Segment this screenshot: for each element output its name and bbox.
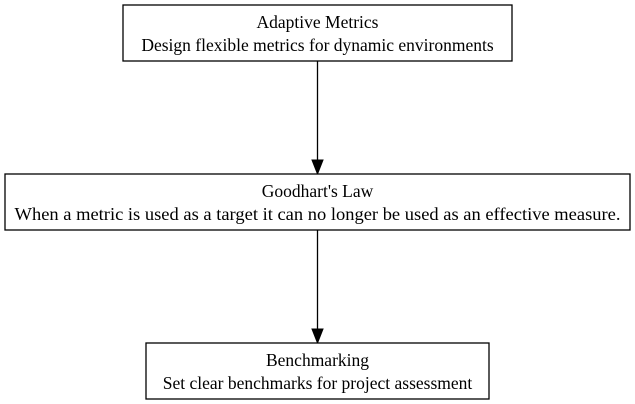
node-benchmarking: Benchmarking Set clear benchmarks for pr… bbox=[145, 342, 490, 400]
node-box bbox=[4, 173, 631, 231]
node-adaptive-metrics: Adaptive Metrics Design flexible metrics… bbox=[122, 4, 513, 62]
edge-goodharts-law-to-benchmarking bbox=[311, 230, 324, 345]
node-title: Adaptive Metrics bbox=[257, 12, 379, 32]
edge-adaptive-metrics-to-goodharts-law bbox=[311, 61, 324, 176]
node-box bbox=[122, 4, 513, 62]
arrowhead bbox=[311, 159, 324, 176]
node-goodharts-law: Goodhart's Law When a metric is used as … bbox=[4, 173, 631, 231]
node-description: Set clear benchmarks for project assessm… bbox=[163, 373, 473, 393]
node-box bbox=[145, 342, 490, 400]
node-title: Benchmarking bbox=[266, 350, 369, 370]
node-title: Goodhart's Law bbox=[262, 181, 374, 201]
node-description: Design flexible metrics for dynamic envi… bbox=[141, 35, 494, 55]
arrowhead bbox=[311, 328, 324, 345]
node-description: When a metric is used as a target it can… bbox=[15, 204, 621, 224]
